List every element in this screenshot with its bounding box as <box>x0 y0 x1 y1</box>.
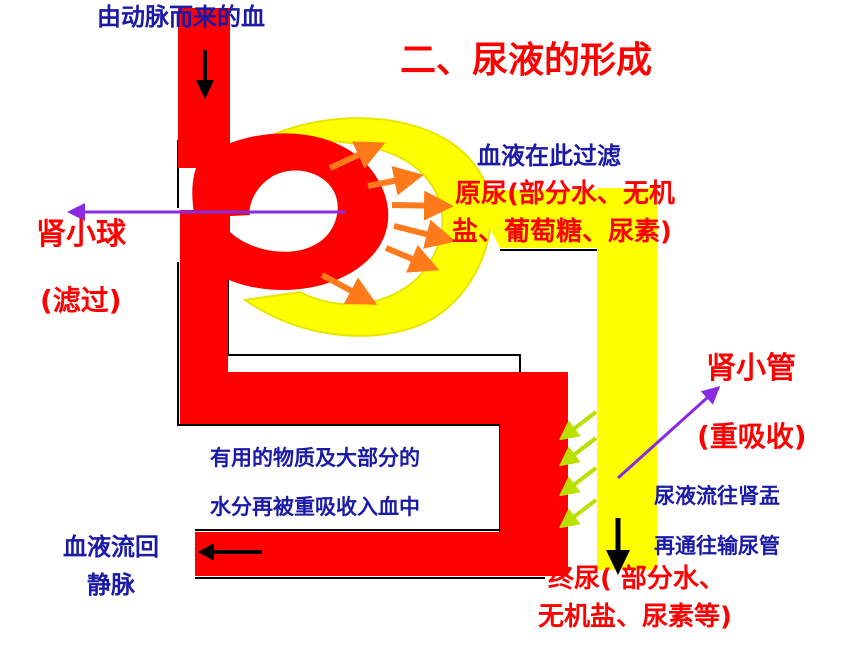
reabsorption-label: (重吸收) <box>697 420 807 453</box>
filtration-arrow-icon <box>391 190 454 221</box>
reabsorption-arrow-icon <box>558 466 598 497</box>
pointer-lines <box>67 203 721 480</box>
filtration-arrow-icon <box>328 141 386 171</box>
left-arrow-icon <box>198 543 262 561</box>
page-title: 二、尿液的形成 <box>400 40 653 81</box>
filter-here-label: 血液在此过滤 <box>477 142 621 170</box>
reabsorption-arrow-icon <box>558 436 598 467</box>
glomerulus-label: 肾小球 <box>36 217 126 252</box>
primary-urine-label-2: 盐、葡萄糖、尿素) <box>452 217 672 247</box>
tubule-label: 肾小管 <box>706 351 796 386</box>
down-arrow-icon <box>606 518 630 575</box>
filtration-label: (滤过) <box>40 284 122 317</box>
filtration-arrow-icon <box>393 219 456 249</box>
blood-return-label-1: 血液流回 <box>63 533 159 561</box>
urine-flow-label-2: 再通往输尿管 <box>654 534 780 558</box>
arterial-blood-label: 由动脉而来的血 <box>97 3 265 31</box>
filtration-arrow-icon <box>320 272 378 305</box>
urine-flow-label-1: 尿液流往肾盂 <box>654 484 780 508</box>
tubule-yellow <box>597 188 657 570</box>
useful-substances-label-2: 水分再被重吸收入血中 <box>210 495 420 519</box>
reabsorption-arrow-icon <box>558 498 598 529</box>
tubule-yellow-bend <box>470 190 657 248</box>
final-urine-label-1: 终尿( 部分水、 <box>548 564 725 594</box>
reabsorption-arrows <box>558 410 598 529</box>
filtration-arrows <box>320 141 456 305</box>
primary-urine-label-1: 原尿(部分水、无机 <box>455 179 675 209</box>
useful-substances-label-1: 有用的物质及大部分的 <box>210 446 420 470</box>
reabsorption-arrow-icon <box>558 410 598 441</box>
blood-vessel <box>178 8 568 576</box>
blood-return-label-2: 静脉 <box>87 571 135 599</box>
final-urine-label-2: 无机盐、尿素等) <box>538 602 732 632</box>
capsule-crescent <box>242 117 492 337</box>
filtration-arrow-icon <box>384 244 440 273</box>
filtration-arrow-icon <box>367 165 424 196</box>
down-arrow-icon <box>196 50 214 99</box>
